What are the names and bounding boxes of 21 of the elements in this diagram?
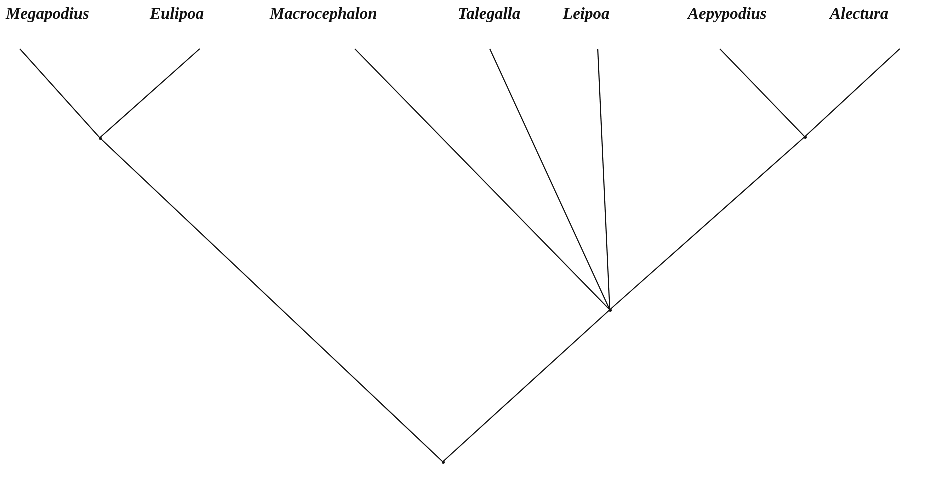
taxon-label: Leipoa xyxy=(562,4,610,24)
branch-line xyxy=(490,48,610,310)
branch-line xyxy=(442,310,610,462)
branch-line xyxy=(610,136,806,310)
branch-line xyxy=(100,48,200,138)
branch-point xyxy=(608,308,612,312)
taxon-label: Talegalla xyxy=(457,4,521,24)
branch-point xyxy=(804,136,806,138)
taxon-label: Macrocephalon xyxy=(268,4,378,24)
branch-point xyxy=(442,460,444,464)
taxon-label: Megapodius xyxy=(4,4,90,24)
branch-line xyxy=(20,48,100,138)
branch-line xyxy=(100,138,444,462)
branch-line xyxy=(720,48,806,138)
taxon-label: Alectura xyxy=(828,4,889,24)
branch-line xyxy=(804,48,900,138)
taxon-label: Aepypodius xyxy=(686,4,767,24)
taxon-label: Eulipoa xyxy=(148,4,204,24)
branch-point xyxy=(98,136,102,140)
branch-line xyxy=(597,48,611,310)
branch-line xyxy=(354,48,610,310)
